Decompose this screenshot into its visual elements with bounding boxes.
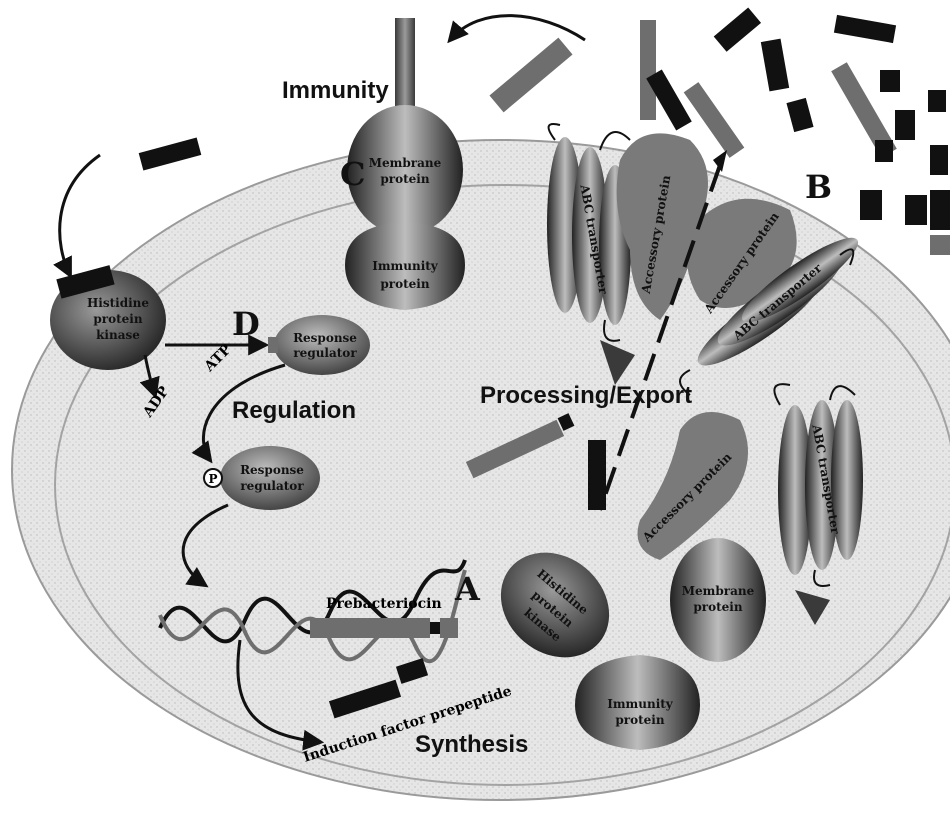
recognition-arrow bbox=[450, 16, 585, 40]
rr-bottom-line1: Response bbox=[240, 463, 304, 477]
inducer-arrow bbox=[60, 155, 100, 275]
label-processing-export: Processing/Export bbox=[480, 382, 692, 409]
immunity-protein-top: Immunity protein bbox=[345, 222, 465, 310]
prebacteriocin-label: Prebacteriocin bbox=[326, 596, 442, 612]
membrane-protein-bottom-line1: Membrane bbox=[682, 584, 755, 598]
membrane-protein-top-line2: protein bbox=[380, 172, 429, 186]
membrane-protein-top-line1: Membrane bbox=[369, 156, 442, 170]
immunity-protein-bottom-line1: Immunity bbox=[607, 697, 674, 711]
immunity-protein-bottom: Immunity protein bbox=[575, 655, 700, 750]
label-immunity: Immunity bbox=[282, 77, 389, 104]
letter-c: C bbox=[340, 155, 365, 193]
hpk-top-line3: kinase bbox=[96, 328, 140, 342]
rr-top-line1: Response bbox=[293, 331, 357, 345]
rr-top-line2: regulator bbox=[293, 346, 357, 360]
immunity-protein-top-line2: protein bbox=[380, 277, 429, 291]
immunity-protein-bottom-line2: protein bbox=[615, 713, 664, 727]
letter-b: B bbox=[805, 168, 832, 206]
hpk-top-line1: Histidine bbox=[87, 296, 149, 310]
letter-d: D bbox=[232, 305, 260, 343]
rr-bottom-line2: regulator bbox=[240, 479, 304, 493]
phospho-label: P bbox=[208, 472, 217, 486]
letter-a: A bbox=[454, 570, 481, 608]
label-regulation: Regulation bbox=[232, 397, 356, 424]
hpk-top-line2: protein bbox=[93, 312, 142, 326]
membrane-protein-bottom: Membrane protein bbox=[670, 538, 766, 662]
membrane-protein-top: Membrane protein bbox=[347, 18, 463, 235]
label-synthesis: Synthesis bbox=[415, 731, 528, 758]
immunity-protein-top-line1: Immunity bbox=[372, 259, 439, 273]
membrane-protein-bottom-line2: protein bbox=[693, 600, 742, 614]
